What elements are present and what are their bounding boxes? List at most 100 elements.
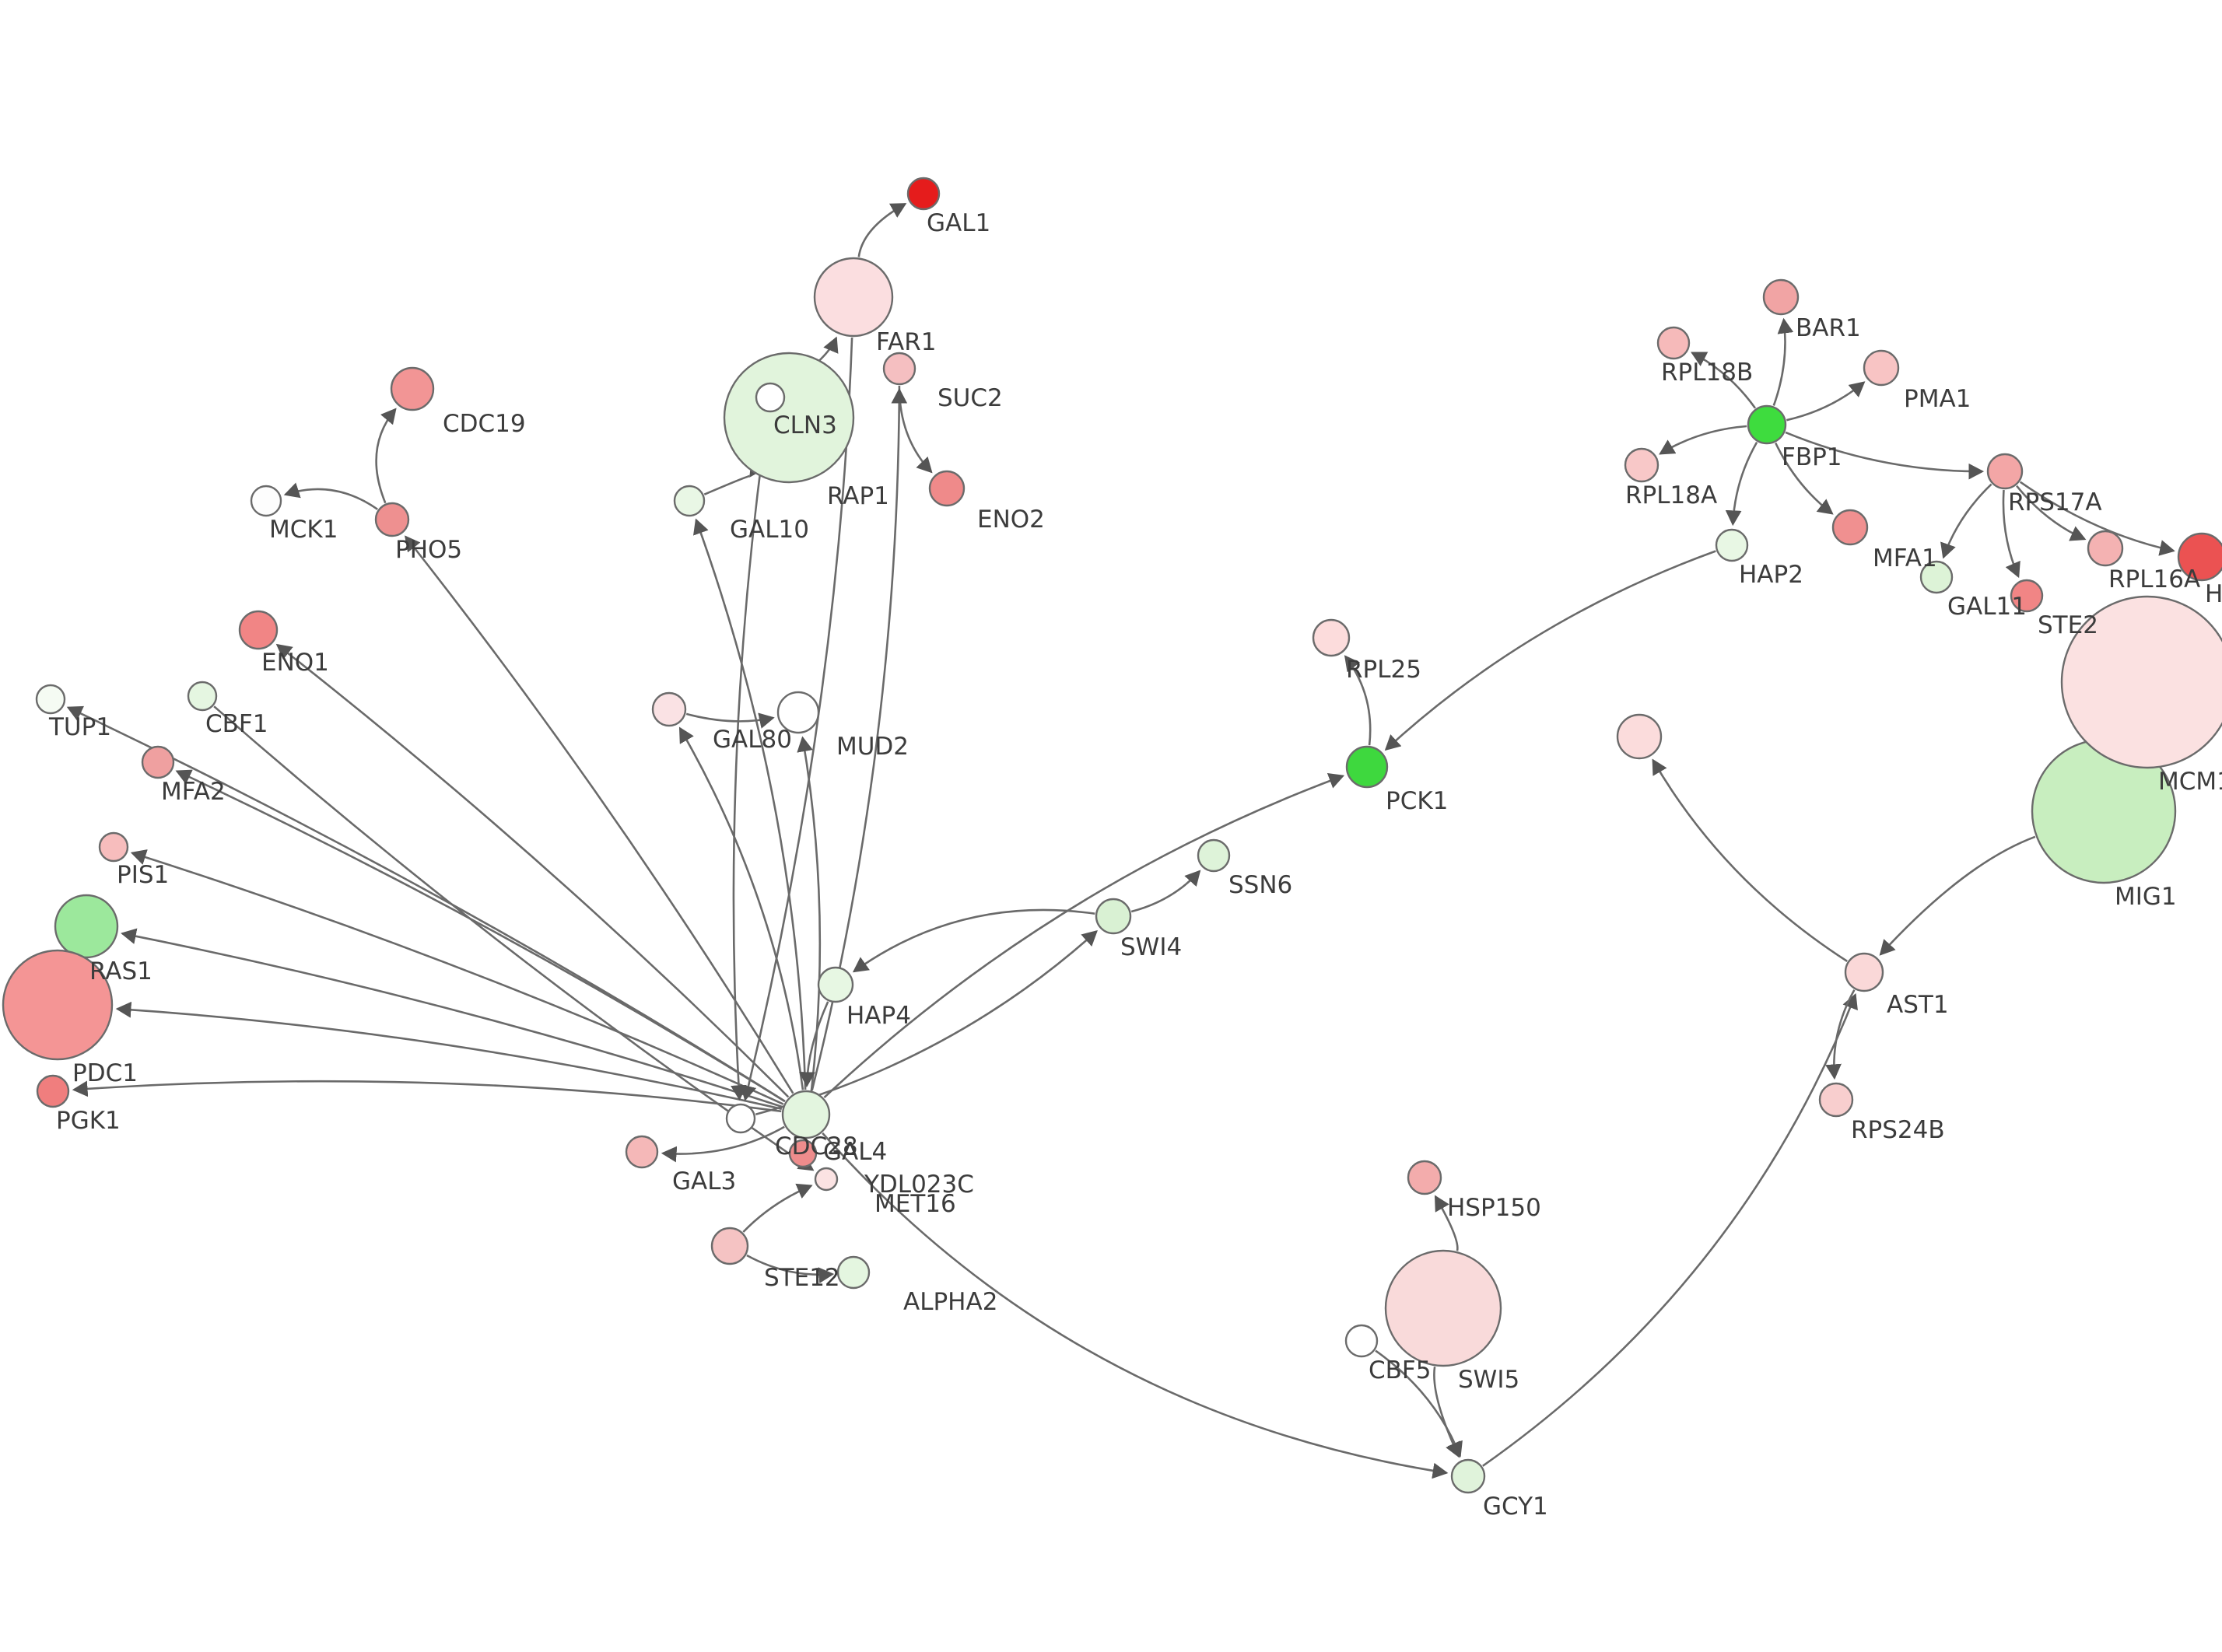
node-PHO5[interactable] — [374, 502, 410, 537]
edge-MIG1-AST1[interactable] — [1879, 835, 2036, 956]
node-CDC28[interactable] — [725, 1103, 756, 1134]
node-GAL4[interactable] — [781, 1090, 831, 1139]
edge-CBF5-GCY1[interactable] — [1375, 1349, 1463, 1458]
edge-GAL4-GAL80[interactable] — [678, 726, 804, 1090]
edge-SWI5-HSP150[interactable] — [1434, 1195, 1459, 1251]
node-RPL18B[interactable] — [1656, 326, 1691, 360]
node-RAP1[interactable] — [723, 352, 855, 484]
edge-GAL4-GAL3[interactable] — [661, 1125, 785, 1163]
node-MFA1[interactable] — [1831, 509, 1869, 546]
edge-FBP1-BAR1[interactable] — [1772, 317, 1794, 406]
node-ALPHA2[interactable] — [836, 1255, 871, 1290]
edge-GAL4-PIS1[interactable] — [130, 849, 784, 1105]
node-PCK1[interactable] — [1345, 745, 1389, 789]
node-RAS1[interactable] — [54, 894, 119, 959]
node-CBF1[interactable] — [187, 681, 218, 712]
node-GCY1[interactable] — [1450, 1458, 1486, 1494]
node-CBF5[interactable] — [1344, 1324, 1379, 1358]
edge-FAR1-GAL1[interactable] — [857, 203, 907, 257]
edge-HAP4-GAL4[interactable] — [799, 1001, 829, 1088]
edge-CDC28-SWI4[interactable] — [755, 930, 1098, 1116]
node-N1[interactable] — [1616, 713, 1663, 760]
edge-GAL4-ENO1[interactable] — [275, 643, 790, 1098]
node-MFA2[interactable] — [141, 745, 175, 779]
edge-GCY1-AST1[interactable] — [1482, 992, 1858, 1467]
edge-RPS17A-GAL11[interactable] — [1940, 483, 1992, 559]
node-GAL1[interactable] — [906, 177, 941, 211]
node-CLN3[interactable] — [755, 382, 786, 413]
edge-STE12-ALPHA2[interactable] — [746, 1254, 835, 1283]
edge-GAL4-PDC1[interactable] — [115, 1001, 783, 1111]
node-HSP150[interactable] — [1407, 1160, 1442, 1195]
edge-GAL80-MUD2[interactable] — [685, 712, 775, 729]
node-ENO2[interactable] — [928, 470, 966, 507]
node-STE2[interactable] — [2010, 579, 2044, 613]
edge-FBP1-RPS17A[interactable] — [1785, 431, 1985, 480]
node-GAL11[interactable] — [1919, 560, 1954, 594]
edge-FBP1-HAP2[interactable] — [1725, 441, 1758, 527]
edge-PHO5-MCK1[interactable] — [283, 482, 378, 510]
node-RPL25[interactable] — [1312, 618, 1351, 657]
node-SSN6[interactable] — [1197, 838, 1231, 873]
node-PGK1[interactable] — [36, 1074, 70, 1108]
edge-FBP1-PMA1[interactable] — [1786, 381, 1866, 422]
edge-GAL4-PGK1[interactable] — [72, 1080, 782, 1113]
edge-FBP1-RPL18A[interactable] — [1659, 425, 1747, 455]
edge-SWI4-HAP4[interactable] — [852, 908, 1095, 973]
node-MUD2[interactable] — [776, 691, 820, 734]
edge-HAP2-PCK1[interactable] — [1384, 550, 1716, 751]
edge-GAL4-RAS1[interactable] — [121, 928, 783, 1108]
node-SWI5[interactable] — [1384, 1249, 1502, 1367]
edge-CLN3-CDC28[interactable] — [731, 412, 769, 1101]
node-TUP1[interactable] — [35, 684, 66, 715]
edge-AST1-RPS24B[interactable] — [1825, 989, 1856, 1080]
node-SUC2[interactable] — [882, 352, 916, 386]
node-HAP4[interactable] — [817, 966, 854, 1003]
edge-GAL4-MFA2[interactable] — [175, 769, 786, 1103]
edge-SWI4-SSN6[interactable] — [1130, 870, 1201, 913]
edge-CBF1-MET16[interactable] — [213, 705, 815, 1171]
edge-RPS17A-RPL16A[interactable] — [2016, 485, 2087, 541]
node-STE12[interactable] — [710, 1227, 749, 1265]
node-BAR1[interactable] — [1762, 278, 1800, 316]
node-RPL16A[interactable] — [2087, 530, 2124, 567]
node-HAP2[interactable] — [1715, 528, 1749, 562]
node-SWI4[interactable] — [1095, 898, 1132, 935]
edge-SUC2-ENO2[interactable] — [898, 385, 933, 474]
edge-STE12-MET16[interactable] — [742, 1183, 813, 1233]
edge-GAL4-GAL10[interactable] — [693, 518, 807, 1090]
edge-PCK1-RPL25[interactable] — [1344, 655, 1372, 746]
node-RPS24B[interactable] — [1818, 1082, 1854, 1118]
edge-FBP1-MFA1[interactable] — [1775, 442, 1834, 515]
node-GAL3[interactable] — [625, 1135, 659, 1169]
node-FAR1[interactable] — [813, 257, 894, 338]
node-GAL80[interactable] — [651, 691, 687, 727]
node-HIS4[interactable] — [2177, 532, 2222, 582]
edge-GAL10-RAP1[interactable] — [703, 460, 765, 495]
node-MCK1[interactable] — [250, 485, 282, 517]
node-MCM1[interactable] — [2060, 595, 2222, 769]
node-CDC19[interactable] — [390, 366, 435, 411]
node-ENO1[interactable] — [238, 610, 279, 650]
node-AST1[interactable] — [1844, 952, 1884, 992]
edge-FBP1-RPL18B[interactable] — [1691, 352, 1757, 409]
label-MFA1: MFA1 — [1873, 544, 1937, 572]
edge-GAL4-PCK1[interactable] — [823, 773, 1345, 1099]
edge-GAL4-GCY1[interactable] — [822, 1132, 1449, 1479]
node-FBP1[interactable] — [1747, 404, 1787, 445]
node-MET16[interactable] — [814, 1167, 839, 1192]
node-GAL10[interactable] — [673, 485, 706, 517]
node-RPS17A[interactable] — [1986, 453, 2024, 490]
label-TUP1: TUP1 — [48, 713, 111, 741]
edge-RPS17A-STE2[interactable] — [2002, 489, 2020, 579]
node-PMA1[interactable] — [1863, 349, 1900, 387]
edge-GAL4-PHO5[interactable] — [405, 535, 794, 1094]
node-RPL18A[interactable] — [1624, 447, 1659, 483]
node-YDL023C[interactable] — [788, 1139, 818, 1168]
edge-PHO5-CDC19[interactable] — [375, 408, 397, 504]
node-PDC1[interactable] — [2, 949, 114, 1061]
edge-AST1-N1[interactable] — [1652, 758, 1848, 962]
node-PIS1[interactable] — [98, 831, 129, 863]
edge-RPS17A-HIS4[interactable] — [2019, 481, 2175, 556]
